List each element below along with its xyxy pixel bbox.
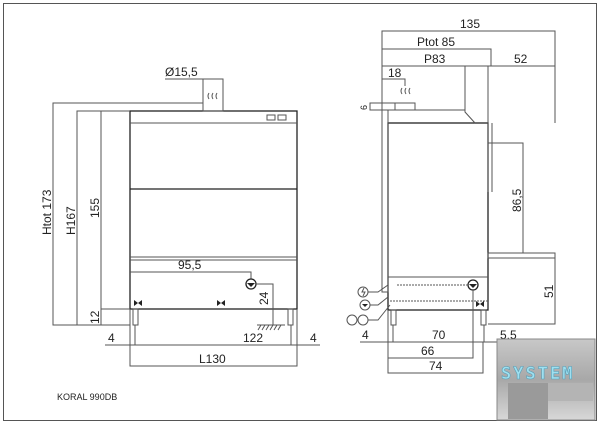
- dim-body-height: 155: [88, 198, 102, 218]
- dim-p: P83: [424, 52, 446, 66]
- dim-diameter: Ø15,5: [165, 65, 198, 79]
- side-chimney: [394, 102, 416, 111]
- valve-icon: [217, 300, 225, 306]
- leg: [132, 308, 139, 326]
- chimney: [202, 78, 224, 112]
- dim-leg-inset-right: 4: [310, 331, 317, 345]
- dim-drain-offset: 95,5: [178, 258, 202, 272]
- ground-hatch-icon: [257, 324, 285, 331]
- control-knobs-icon: [266, 114, 287, 121]
- dim-htot: Htot 173: [40, 189, 54, 235]
- dim-door-depth: 52: [514, 52, 528, 66]
- dim-drain-height: 24: [257, 291, 271, 305]
- side-view: 18 6 135 Ptot 85 P83 52 86,5 51: [346, 17, 556, 374]
- dim-leg-height: 12: [88, 310, 102, 324]
- valve-icon: [476, 301, 484, 307]
- water-inlet-icon: [346, 314, 369, 326]
- dim-total-open: 135: [460, 17, 480, 31]
- dim-length: L130: [199, 352, 226, 366]
- dim-side-leg-span: 70: [432, 328, 446, 342]
- front-body: [129, 110, 298, 310]
- dim-table-clearance: 86,5: [510, 188, 524, 212]
- logo-text: SYSTEM: [501, 364, 574, 384]
- dim-chimney-height: 6: [359, 105, 369, 110]
- dim-h: H167: [64, 206, 78, 235]
- front-view: Ø15,5 95,5 24 Htot 173 H167 155 12 4 12: [40, 65, 320, 367]
- dim-chimney-offset: 18: [388, 66, 402, 80]
- leg: [287, 308, 294, 326]
- side-body: [387, 122, 489, 311]
- steam-icon: [207, 92, 218, 100]
- table-shelf: [487, 252, 556, 259]
- system-logo: SYSTEM: [496, 338, 596, 421]
- steam-icon: [400, 87, 411, 95]
- page-frame: [3, 3, 597, 421]
- dim-leg-span: 122: [243, 331, 263, 345]
- leg: [480, 309, 487, 326]
- dim-table-height: 51: [542, 284, 556, 298]
- dim-leg-inset-left: 4: [108, 331, 115, 345]
- dim-drain-depth: 66: [421, 344, 435, 358]
- dim-side-leg-inset: 4: [362, 328, 369, 342]
- leg: [390, 309, 397, 326]
- valve-icon: [134, 300, 142, 306]
- dim-base-depth: 74: [429, 359, 443, 373]
- model-label: KORAL 990DB: [57, 392, 117, 402]
- dim-ptot: Ptot 85: [417, 35, 455, 49]
